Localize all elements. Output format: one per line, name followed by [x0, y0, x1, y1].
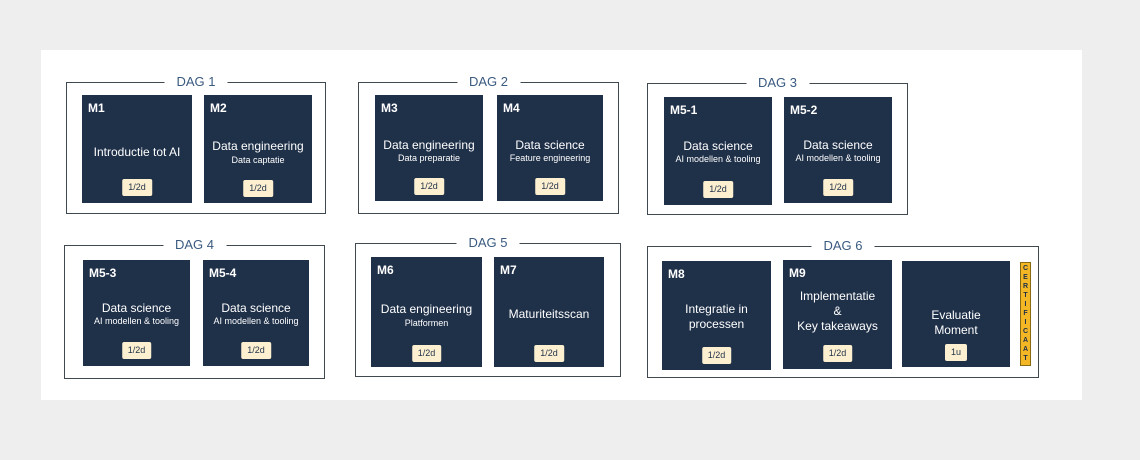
certificate-letter: T — [1023, 292, 1028, 300]
module-code: M3 — [381, 101, 398, 115]
day-5-box: DAG 5 — [355, 235, 621, 377]
module-evaluatie: Evaluatie Moment 1u — [902, 261, 1010, 367]
duration-badge: 1u — [944, 344, 968, 361]
module-subtitle: Data preparatie — [397, 153, 461, 163]
certificate-letter: E — [1023, 274, 1028, 282]
module-m9: M9 Implementatie&Key takeaways 1/2d — [783, 260, 892, 369]
day-6-box: DAG 6 — [647, 238, 1039, 378]
module-m5-2: M5-2 Data science AI modellen & tooling … — [784, 97, 892, 203]
day-title: DAG 5 — [456, 235, 520, 251]
duration-badge: 1/2d — [535, 178, 565, 195]
certificate-letter: A — [1022, 345, 1029, 353]
certificate-letter: C — [1022, 265, 1029, 273]
module-title: Data science — [101, 301, 172, 315]
module-subtitle: AI modellen & tooling — [795, 153, 881, 163]
module-title: Data science — [221, 301, 291, 315]
day-title: DAG 6 — [811, 238, 875, 254]
module-title: Data engineering — [383, 138, 475, 152]
day-4-box: DAG 4 — [64, 237, 325, 379]
day-title: DAG 3 — [745, 75, 810, 91]
module-title: Data science — [803, 138, 873, 152]
module-code: M6 — [377, 263, 394, 277]
day-1-box: DAG 1 — [66, 74, 326, 214]
module-m3: M3 Data engineering Data preparatie 1/2d — [375, 95, 483, 201]
certificate-tag: C E R T I F I C A A T — [1020, 262, 1031, 366]
module-title: Data science — [515, 138, 585, 152]
module-title: Data engineering — [380, 302, 473, 316]
module-subtitle: AI modellen & tooling — [93, 316, 180, 326]
duration-badge: 1/2d — [121, 342, 152, 359]
module-code: M8 — [668, 267, 685, 281]
module-code: M5-2 — [790, 103, 818, 117]
module-subtitle: AI modellen & tooling — [675, 154, 761, 164]
module-subtitle: Platformen — [404, 318, 449, 328]
module-m8: M8 Integratie in processen 1/2d — [662, 261, 771, 370]
day-title: DAG 4 — [162, 237, 227, 253]
module-code: M1 — [88, 101, 105, 115]
certificate-letter: F — [1023, 309, 1028, 317]
certificate-letter: I — [1024, 301, 1027, 309]
module-m1: M1 Introductie tot AI 1/2d — [82, 95, 192, 203]
module-m5-4: M5-4 Data science AI modellen & tooling … — [203, 260, 309, 366]
duration-badge: 1/2d — [414, 178, 444, 195]
certificate-letter: I — [1024, 318, 1027, 326]
module-m6: M6 Data engineering Platformen 1/2d — [371, 257, 482, 367]
module-title: Maturiteitsscan — [508, 307, 590, 321]
certificate-letter: A — [1022, 336, 1029, 344]
module-code: M2 — [210, 101, 227, 115]
module-title: Data engineering — [212, 139, 304, 153]
module-title: Integratie in processen — [685, 302, 748, 331]
module-subtitle: AI modellen & tooling — [213, 316, 299, 326]
duration-badge: 1/2d — [241, 342, 271, 359]
duration-badge: 1/2d — [823, 179, 853, 196]
duration-badge: 1/2d — [122, 179, 152, 196]
module-title: Implementatie&Key takeaways — [797, 289, 878, 333]
certificate-letter: R — [1022, 283, 1029, 291]
certificate-letter: C — [1022, 327, 1029, 335]
day-3-box: DAG 3 — [647, 75, 908, 215]
day-2-box: DAG 2 — [358, 74, 619, 214]
duration-badge: 1/2d — [703, 181, 733, 198]
module-code: M5-4 — [209, 266, 237, 280]
module-subtitle: Data captatie — [231, 155, 285, 165]
module-m5-3: M5-3 Data science AI modellen & tooling … — [83, 260, 190, 366]
duration-badge: 1/2d — [243, 180, 273, 197]
module-code: M7 — [500, 263, 517, 277]
module-code: M5-3 — [89, 266, 117, 280]
module-subtitle: Feature engineering — [509, 153, 591, 163]
module-code: M9 — [789, 266, 806, 280]
duration-badge: 1/2d — [411, 345, 442, 362]
module-m2: M2 Data engineering Data captatie 1/2d — [204, 95, 312, 203]
duration-badge: 1/2d — [534, 345, 564, 362]
module-m7: M7 Maturiteitsscan 1/2d — [494, 257, 604, 367]
duration-badge: 1/2d — [701, 347, 732, 364]
day-title: DAG 1 — [164, 74, 228, 90]
module-title: Introductie tot AI — [93, 145, 181, 159]
module-title: Evaluatie Moment — [931, 308, 981, 337]
module-code: M5-1 — [670, 103, 698, 117]
duration-badge: 1/2d — [822, 345, 853, 362]
module-m5-1: M5-1 Data science AI modellen & tooling … — [664, 97, 772, 205]
day-title: DAG 2 — [456, 74, 521, 90]
module-title: Data science — [683, 139, 753, 153]
certificate-letter: T — [1023, 354, 1028, 362]
module-code: M4 — [503, 101, 520, 115]
program-panel: DAG 1 M1 Introductie tot AI 1/2d M2 Data… — [41, 50, 1082, 400]
module-m4: M4 Data science Feature engineering 1/2d — [497, 95, 603, 201]
